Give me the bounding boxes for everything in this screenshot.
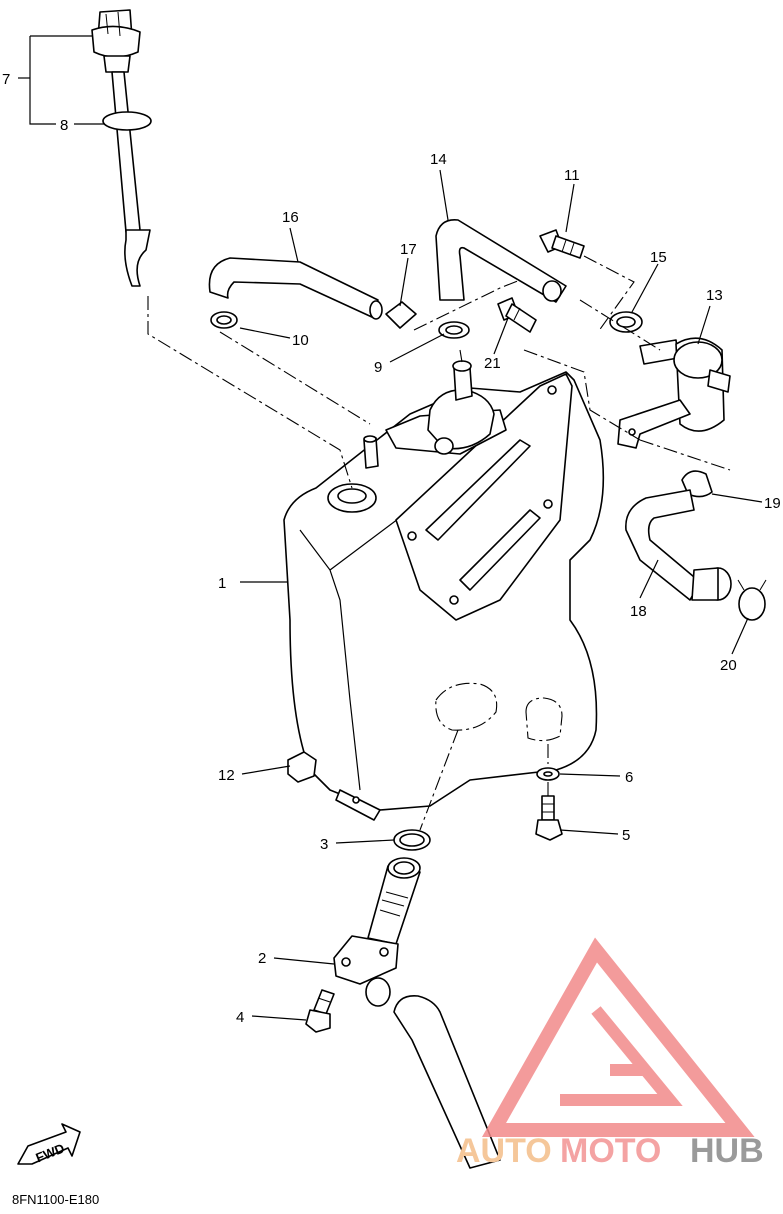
callout-8: 8 bbox=[60, 117, 68, 134]
clamp-15 bbox=[609, 311, 643, 333]
bolt-4 bbox=[305, 989, 335, 1033]
watermark-auto: AUTO bbox=[456, 1132, 552, 1170]
bolt-5 bbox=[535, 795, 563, 841]
callout-6: 6 bbox=[625, 769, 633, 786]
cap-20 bbox=[737, 579, 767, 621]
oil-tank bbox=[283, 360, 605, 821]
hose-16 bbox=[208, 257, 383, 320]
watermark-moto: MOTO bbox=[560, 1132, 661, 1170]
callout-4: 4 bbox=[236, 1009, 244, 1026]
connection-lines bbox=[147, 255, 731, 831]
callout-numbers: 1 2 3 4 5 6 7 8 9 10 11 12 13 14 15 16 1… bbox=[2, 71, 781, 1026]
strainer-2 bbox=[333, 857, 421, 1007]
dipstick-assembly bbox=[91, 9, 152, 287]
hose-18 bbox=[625, 489, 732, 601]
callout-7: 7 bbox=[2, 71, 10, 88]
clamp-10 bbox=[210, 311, 238, 329]
logo-triangle-outer bbox=[481, 937, 755, 1137]
callout-21: 21 bbox=[484, 355, 501, 372]
callout-13: 13 bbox=[706, 287, 723, 304]
clamp-9 bbox=[438, 321, 470, 339]
callout-10: 10 bbox=[292, 332, 309, 349]
bolt-11 bbox=[539, 229, 585, 259]
lower-hose bbox=[393, 995, 501, 1169]
callout-18: 18 bbox=[630, 603, 647, 620]
washer-6 bbox=[536, 767, 560, 781]
leader-lines bbox=[18, 35, 763, 1021]
callout-20: 20 bbox=[720, 657, 737, 674]
clamp-17 bbox=[385, 301, 417, 329]
callout-14: 14 bbox=[430, 151, 447, 168]
callout-3: 3 bbox=[320, 836, 328, 853]
diagram-code: 8FN1100-E180 bbox=[12, 1192, 99, 1207]
logo-triangle-inner bbox=[560, 1006, 683, 1106]
watermark-hub: HUB bbox=[690, 1132, 764, 1170]
valve-13 bbox=[617, 337, 731, 449]
hose-14 bbox=[435, 219, 567, 303]
callout-5: 5 bbox=[622, 827, 630, 844]
bolt-12 bbox=[287, 751, 317, 783]
callout-15: 15 bbox=[650, 249, 667, 266]
callout-11: 11 bbox=[564, 167, 580, 184]
callout-17: 17 bbox=[400, 241, 417, 258]
callout-2: 2 bbox=[258, 950, 266, 967]
watermark-logo bbox=[481, 937, 755, 1137]
watermark-text: AUTO MOTO HUB bbox=[456, 1132, 764, 1170]
callout-12: 12 bbox=[218, 767, 235, 784]
callout-19: 19 bbox=[764, 495, 781, 512]
callout-16: 16 bbox=[282, 209, 299, 226]
bolt-21 bbox=[497, 297, 537, 333]
callout-1: 1 bbox=[218, 575, 226, 592]
callout-9: 9 bbox=[374, 359, 382, 376]
o-ring-3 bbox=[393, 829, 431, 851]
fwd-arrow: FWD bbox=[17, 1123, 81, 1165]
